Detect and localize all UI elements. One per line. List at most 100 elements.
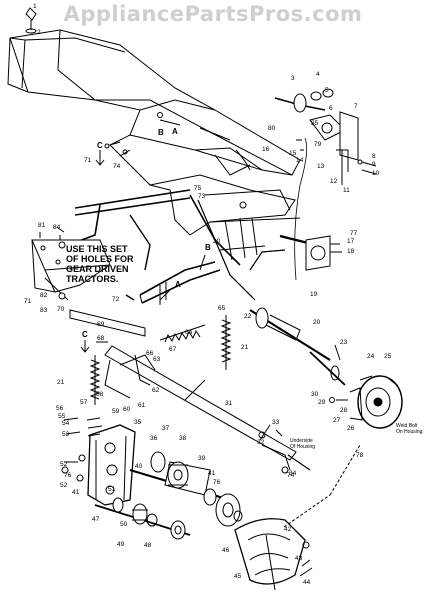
callout-8: 8 [372, 153, 376, 160]
callout-43: 43 [295, 555, 303, 562]
callout-20b: 20 [313, 319, 321, 326]
callout-54: 54 [62, 420, 70, 427]
callout-9: 9 [372, 161, 376, 168]
callout-19: 19 [310, 291, 318, 298]
callout-80: 80 [268, 125, 276, 132]
callout-5: 5 [325, 87, 329, 94]
callout-59: 59 [112, 408, 120, 415]
callout-2: 2 [37, 29, 41, 36]
callout-50: 50 [120, 521, 128, 528]
spring-left [89, 355, 101, 405]
callout-12: 12 [330, 178, 338, 185]
callout-11: 11 [343, 187, 350, 194]
callout-52a: 52 [60, 461, 68, 468]
callout-66: 66 [146, 350, 154, 357]
callout-7: 7 [354, 103, 358, 110]
callout-51: 51 [108, 486, 116, 493]
callout-69: 69 [97, 321, 105, 328]
callout-84: 84 [53, 224, 61, 231]
callout-30: 30 [311, 391, 319, 398]
cross-bar [69, 309, 146, 343]
letter-c-top: C [97, 141, 103, 150]
callout-10: 10 [372, 170, 380, 177]
gear-holes-note-2: OF HOLES FOR [66, 254, 134, 264]
lower-gears [94, 497, 191, 540]
callout-56: 56 [56, 405, 64, 412]
callout-16: 16 [262, 146, 270, 153]
callout-15: 15 [289, 150, 297, 157]
callout-18: 18 [347, 248, 355, 255]
callout-75: 75 [194, 185, 202, 192]
callout-57: 57 [80, 399, 88, 406]
callout-72: 72 [112, 296, 120, 303]
front-cover [234, 444, 361, 591]
gear-holes-note-1: USE THIS SET [66, 244, 128, 254]
callout-35: 35 [134, 419, 142, 426]
callout-73: 73 [198, 193, 206, 200]
callout-46: 46 [222, 547, 230, 554]
watermark: AppliancePartsPros.com [63, 2, 363, 26]
callout-27: 27 [333, 417, 341, 424]
callout-3: 3 [291, 75, 295, 82]
letter-b-top: B [158, 128, 164, 137]
callout-31: 31 [225, 400, 233, 407]
callout-29: 29 [318, 399, 326, 406]
weld-bolt-note-1: Weld Bolt [396, 423, 418, 429]
callout-52b: 52 [60, 482, 68, 489]
lift-arm [125, 261, 221, 305]
callout-34: 34 [289, 470, 297, 477]
callout-38: 38 [179, 435, 187, 442]
callout-37: 37 [162, 425, 170, 432]
callout-14: 14 [296, 157, 304, 164]
callout-4: 4 [316, 71, 320, 78]
callout-76a: 76 [64, 472, 72, 479]
callout-71b: 71 [84, 157, 92, 164]
weld-bolt-note-2: On Housing [396, 429, 423, 435]
callout-36: 36 [150, 435, 158, 442]
letter-a-mid: A [175, 280, 181, 289]
callout-33: 33 [272, 419, 280, 426]
callout-41b: 41 [208, 470, 216, 477]
callout-42: 42 [284, 526, 292, 533]
reference-arrows [80, 150, 206, 353]
callout-45: 45 [234, 573, 242, 580]
callout-23: 23 [340, 339, 348, 346]
callout-65: 65 [218, 305, 226, 312]
callout-62: 62 [152, 387, 160, 394]
callout-17: 17 [347, 238, 355, 245]
callout-78: 78 [356, 452, 364, 459]
callout-47: 47 [92, 516, 100, 523]
callout-81: 81 [38, 222, 46, 229]
callout-77: 77 [350, 230, 358, 237]
callout-60: 60 [123, 406, 131, 413]
callout-85: 85 [311, 120, 319, 127]
callout-79: 79 [314, 141, 322, 148]
hardware-bolts [25, 7, 313, 577]
callout-1: 1 [33, 3, 37, 10]
gear-holes-note-4: TRACTORS. [66, 274, 118, 284]
housing-shroud [7, 29, 301, 236]
lift-handle-assembly [274, 88, 377, 281]
callout-64: 64 [185, 329, 193, 336]
callout-32: 32 [257, 439, 265, 446]
callout-68: 68 [97, 335, 105, 342]
callout-74b: 74 [287, 472, 295, 479]
callout-70: 70 [57, 306, 65, 313]
gear-shaft [129, 451, 243, 527]
callout-71a: 71 [24, 298, 32, 305]
callout-28: 28 [340, 407, 348, 414]
lift-linkage [59, 189, 286, 301]
callout-labels: 1 2 3 4 5 6 7 8 9 10 11 12 13 14 15 16 1… [24, 3, 423, 586]
letter-b-mid: B [205, 243, 211, 252]
callout-55: 55 [58, 413, 66, 420]
callout-40: 40 [135, 463, 143, 470]
callout-21b: 21 [241, 344, 249, 351]
letter-c-mid: C [82, 330, 88, 339]
callout-83: 83 [40, 307, 48, 314]
drive-shaft [249, 307, 346, 386]
callout-22: 22 [244, 313, 252, 320]
callout-58: 58 [96, 391, 104, 398]
callout-26: 26 [347, 425, 355, 432]
underside-note-1: Underside [290, 438, 313, 444]
